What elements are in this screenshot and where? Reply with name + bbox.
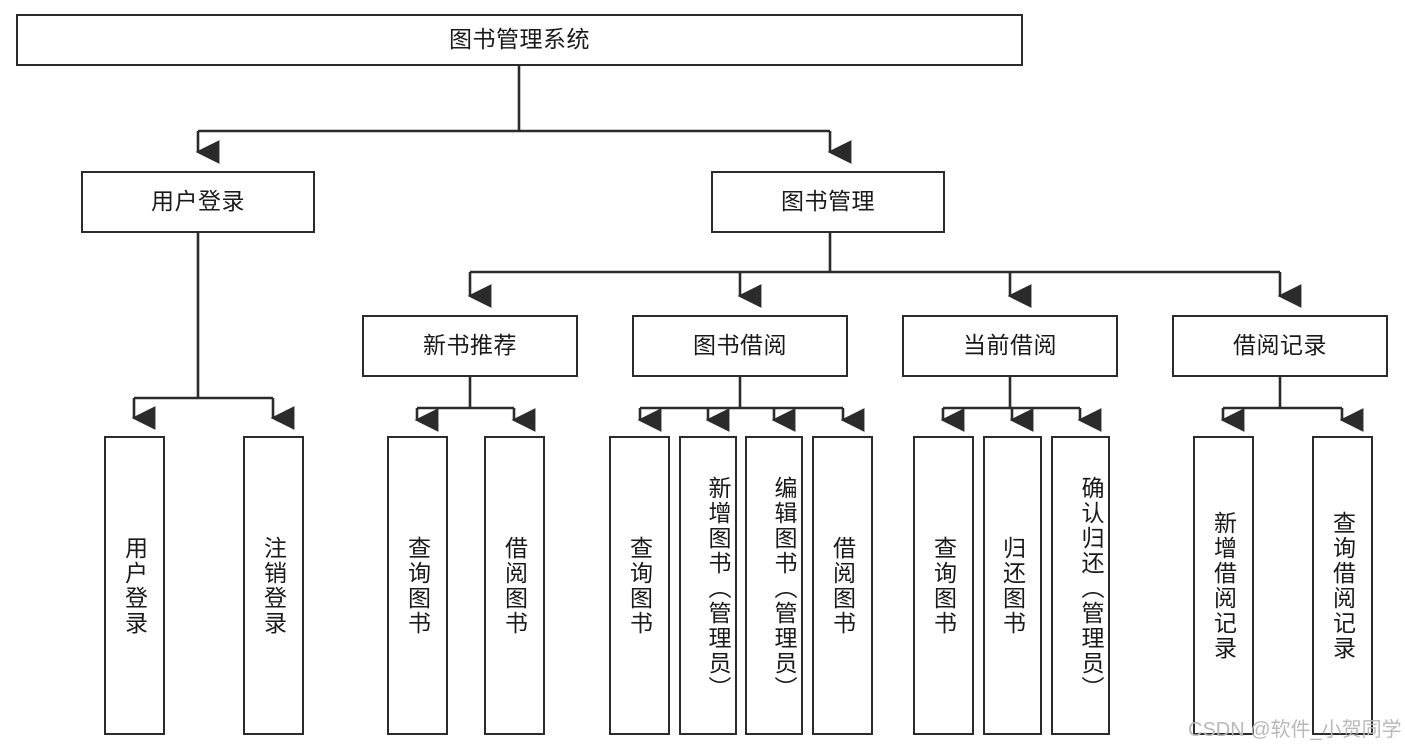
leaf-record-query-record[interactable]: 查询借阅记录 bbox=[1312, 436, 1373, 735]
node-label: 新书推荐 bbox=[423, 332, 517, 359]
node-root-system[interactable]: 图书管理系统 bbox=[16, 14, 1023, 66]
csdn-watermark: CSDN @软件_小贺同学 bbox=[1188, 719, 1402, 741]
leaf-borrow-borrow-book[interactable]: 借阅图书 bbox=[812, 436, 873, 735]
node-book-borrow[interactable]: 图书借阅 bbox=[632, 315, 848, 377]
node-label: 借阅图书 bbox=[501, 535, 528, 636]
node-user-login[interactable]: 用户登录 bbox=[81, 171, 315, 233]
node-label: 注销登录 bbox=[260, 535, 287, 636]
node-label: 编辑图书（管理员） bbox=[771, 476, 797, 701]
node-label: 图书借阅 bbox=[693, 332, 787, 359]
node-label: 新增借阅记录 bbox=[1210, 510, 1237, 661]
leaf-current-confirm-return-admin[interactable]: 确认归还（管理员） bbox=[1051, 436, 1110, 735]
leaf-borrow-add-book-admin[interactable]: 新增图书（管理员） bbox=[679, 436, 737, 735]
node-new-book-recommend[interactable]: 新书推荐 bbox=[362, 315, 578, 377]
node-label: 图书管理系统 bbox=[449, 26, 590, 53]
leaf-record-add-record[interactable]: 新增借阅记录 bbox=[1193, 436, 1254, 735]
leaf-recommend-borrow-book[interactable]: 借阅图书 bbox=[484, 436, 545, 735]
leaf-recommend-query-book[interactable]: 查询图书 bbox=[387, 436, 448, 735]
leaf-user-login-logout[interactable]: 注销登录 bbox=[243, 436, 304, 735]
node-current-borrow[interactable]: 当前借阅 bbox=[902, 315, 1118, 377]
node-label: 查询图书 bbox=[626, 535, 653, 636]
node-label: 用户登录 bbox=[121, 535, 148, 636]
node-borrow-record[interactable]: 借阅记录 bbox=[1172, 315, 1388, 377]
node-label: 归还图书 bbox=[999, 535, 1026, 636]
node-label: 查询图书 bbox=[404, 535, 431, 636]
leaf-borrow-query-book[interactable]: 查询图书 bbox=[609, 436, 670, 735]
node-label: 新增图书（管理员） bbox=[705, 476, 731, 701]
node-label: 借阅图书 bbox=[829, 535, 856, 636]
node-label: 图书管理 bbox=[781, 188, 875, 215]
node-label: 确认归还（管理员） bbox=[1078, 476, 1104, 701]
node-label: 当前借阅 bbox=[963, 332, 1057, 359]
leaf-user-login-login[interactable]: 用户登录 bbox=[104, 436, 165, 735]
node-book-management[interactable]: 图书管理 bbox=[711, 171, 945, 233]
node-label: 借阅记录 bbox=[1233, 332, 1327, 359]
node-label: 用户登录 bbox=[151, 188, 245, 215]
leaf-current-return-book[interactable]: 归还图书 bbox=[983, 436, 1042, 735]
leaf-borrow-edit-book-admin[interactable]: 编辑图书（管理员） bbox=[745, 436, 803, 735]
leaf-current-query-book[interactable]: 查询图书 bbox=[913, 436, 974, 735]
node-label: 查询借阅记录 bbox=[1329, 510, 1356, 661]
node-label: 查询图书 bbox=[930, 535, 957, 636]
